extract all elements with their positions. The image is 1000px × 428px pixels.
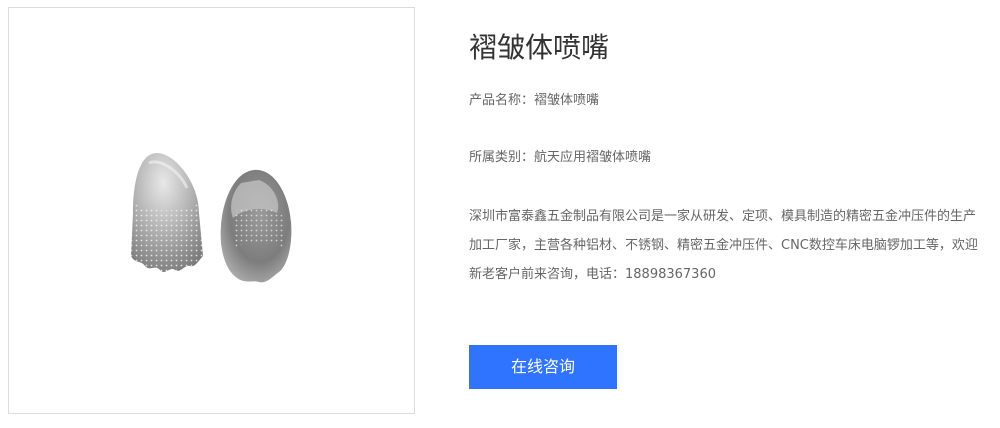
product-name-label: 产品名称： (469, 93, 535, 108)
product-category-label: 所属类别： (469, 150, 535, 165)
product-title: 褶皱体喷嘴 (469, 31, 610, 64)
product-category-value: 航天应用褶皱体喷嘴 (534, 150, 652, 165)
nozzle-right-shape (220, 169, 292, 283)
online-consult-button[interactable]: 在线咨询 (469, 345, 617, 389)
product-image (131, 153, 292, 283)
product-image-frame (8, 7, 415, 414)
product-name-row: 产品名称：褶皱体喷嘴 (469, 92, 599, 110)
product-category-row: 所属类别：航天应用褶皱体喷嘴 (469, 149, 651, 167)
nozzle-left-shape (131, 153, 203, 272)
product-description: 深圳市富泰鑫五金制品有限公司是一家从研发、定项、模具制造的精密五金冲压件的生产加… (469, 209, 978, 282)
product-name-value: 褶皱体喷嘴 (534, 93, 600, 108)
